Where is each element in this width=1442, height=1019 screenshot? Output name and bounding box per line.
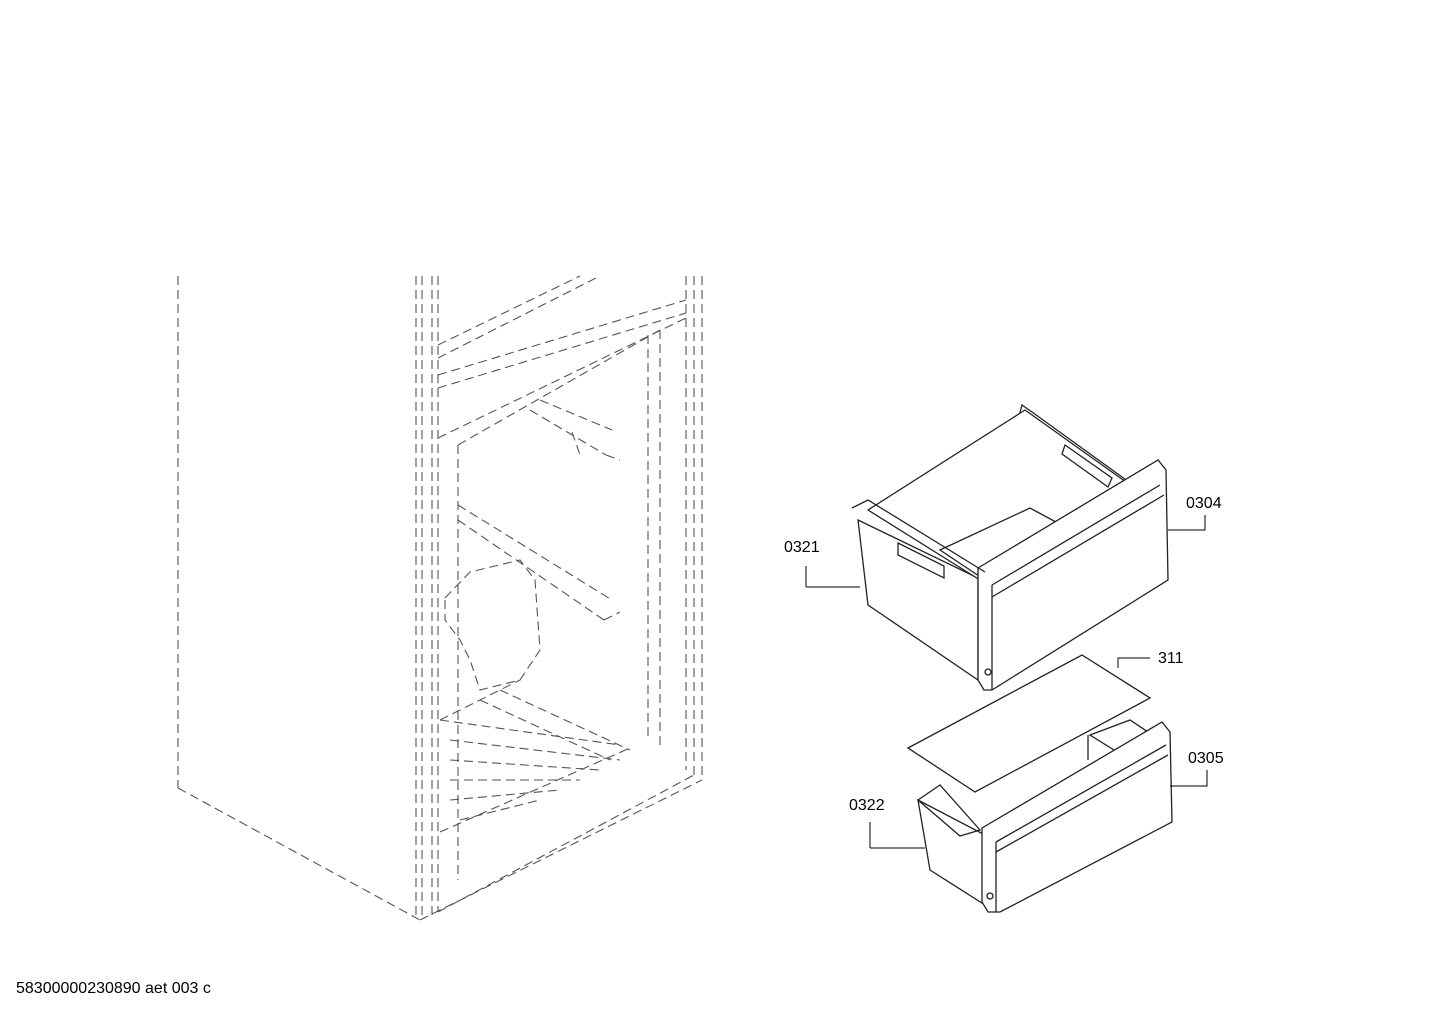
callout-0305: 0305 [1188, 750, 1224, 767]
fridge-cabinet-outline [177, 275, 703, 921]
lower-drawer [916, 719, 1173, 913]
upper-drawer [851, 403, 1169, 691]
callout-0321: 0321 [784, 539, 820, 556]
callout-leaders [805, 515, 1208, 849]
callout-0304: 0304 [1186, 495, 1222, 512]
document-code: 58300000230890 aet 003 c [16, 980, 211, 997]
glass-shelf-cover [906, 654, 1152, 793]
callout-0322: 0322 [849, 797, 885, 814]
callout-311: 311 [1158, 650, 1184, 667]
